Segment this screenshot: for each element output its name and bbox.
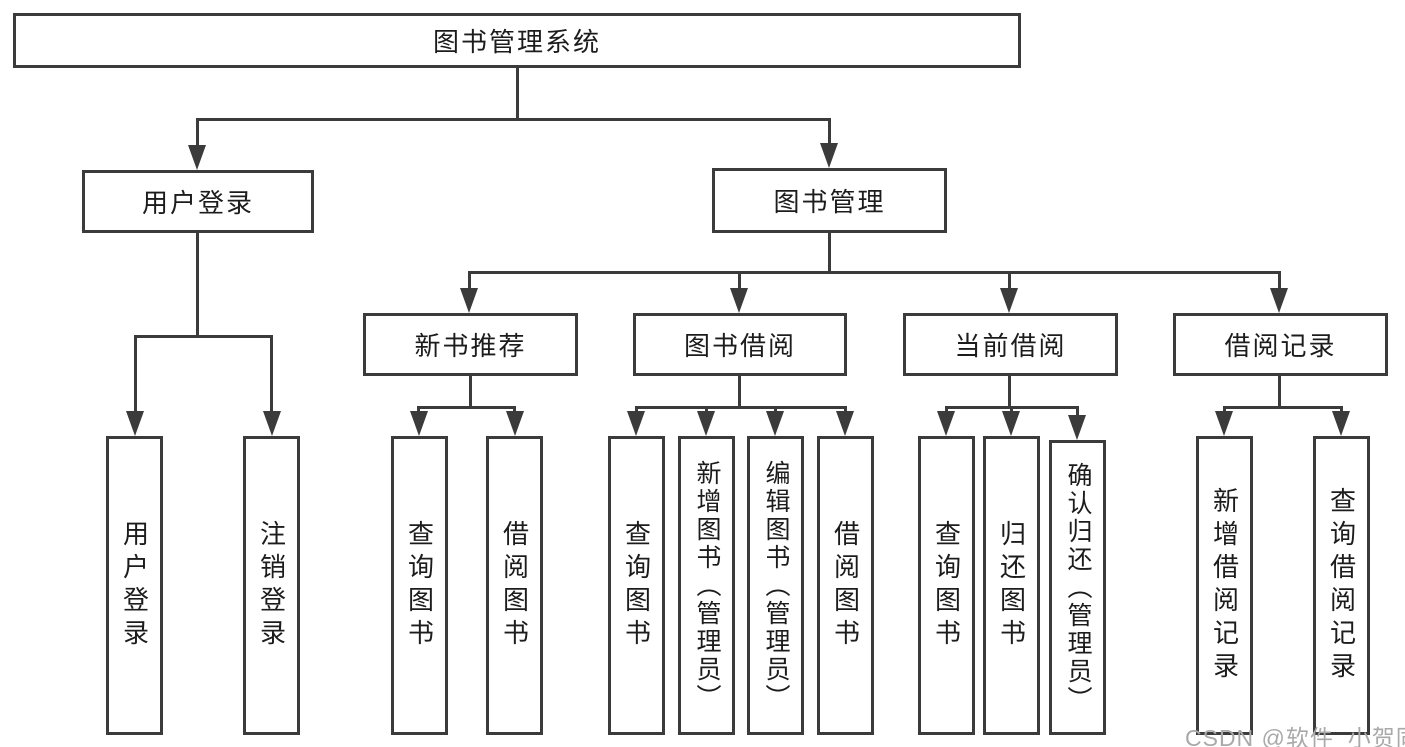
csdn-watermark: CSDN @软件_小贺同学 (1185, 725, 1405, 747)
arrowhead-g1-query-books (410, 411, 428, 436)
connector-g1-trunk (469, 376, 472, 408)
arrowhead-login-leaf (126, 411, 144, 436)
node-leaf-logout: 注销登录 (243, 436, 300, 735)
arrowhead-borrow-records (1270, 288, 1288, 313)
node-leaf-borrow-books-1: 借阅图书 (486, 436, 543, 735)
node-leaf-query-books-3: 查询图书 (918, 436, 975, 735)
arrowhead-g2-add-book (697, 411, 715, 436)
connector-drop-book-borrow (738, 271, 741, 291)
node-leaf-confirm-return-admin: 确认归还（管理员） (1049, 440, 1106, 735)
arrowhead-book-mgmt (820, 143, 838, 168)
node-leaf-query-books-1: 查询图书 (391, 436, 448, 735)
arrowhead-g2-borrow-books (836, 411, 854, 436)
node-leaf-return-books: 归还图书 (983, 436, 1040, 735)
connector-drop-user-login (196, 118, 199, 148)
arrowhead-book-borrow (730, 288, 748, 313)
arrowhead-g3-return-books (1002, 411, 1020, 436)
connector-drop-logout-leaf (270, 335, 273, 415)
connector-g4-trunk (1278, 376, 1281, 408)
arrowhead-user-login (188, 145, 206, 170)
connector-g2-trunk (738, 376, 741, 408)
connector-g2-bus (635, 406, 846, 409)
arrowhead-logout-leaf (263, 411, 281, 436)
arrowhead-g3-confirm-return (1068, 415, 1086, 440)
connector-g3-drop3 (1076, 406, 1079, 418)
arrowhead-new-book (460, 288, 478, 313)
node-root-system: 图书管理系统 (13, 13, 1021, 68)
node-current-borrowing: 当前借阅 (903, 313, 1118, 376)
connector-root-trunk (516, 66, 519, 120)
node-leaf-add-borrow-record: 新增借阅记录 (1196, 436, 1253, 735)
connector-book-mgmt-trunk (828, 233, 831, 274)
connector-user-login-bus (134, 335, 273, 338)
arrowhead-g4-query-record (1332, 411, 1350, 436)
connector-drop-borrow-records (1278, 271, 1281, 291)
arrowhead-g2-query-books (627, 411, 645, 436)
connector-g3-trunk (1008, 376, 1011, 408)
node-leaf-borrow-books-2: 借阅图书 (817, 436, 874, 735)
connector-g4-bus (1223, 406, 1343, 409)
node-book-borrowing: 图书借阅 (633, 313, 847, 376)
connector-drop-new-book (468, 271, 471, 291)
node-leaf-query-books-2: 查询图书 (608, 436, 665, 735)
arrowhead-g2-edit-book (766, 411, 784, 436)
node-user-login: 用户登录 (82, 170, 314, 233)
node-new-book-recommend: 新书推荐 (363, 313, 578, 376)
arrowhead-current-borrow (1000, 288, 1018, 313)
connector-drop-book-mgmt (828, 118, 831, 148)
node-leaf-query-borrow-record: 查询借阅记录 (1313, 436, 1370, 735)
node-leaf-add-book-admin: 新增图书（管理员） (678, 436, 735, 735)
connector-drop-login-leaf (134, 335, 137, 415)
node-borrowing-records: 借阅记录 (1173, 313, 1388, 376)
node-book-management: 图书管理 (712, 168, 947, 233)
node-leaf-user-login: 用户登录 (106, 436, 163, 735)
arrowhead-g3-query-books (937, 411, 955, 436)
connector-level2-bus (196, 118, 830, 121)
arrowhead-g4-add-record (1215, 411, 1233, 436)
connector-g1-bus (418, 406, 515, 409)
connector-user-login-trunk (196, 233, 199, 337)
connector-level3-bus (469, 271, 1281, 274)
node-leaf-edit-book-admin: 编辑图书（管理员） (747, 436, 804, 735)
arrowhead-g1-borrow-books (506, 411, 524, 436)
connector-drop-current-borrow (1008, 271, 1011, 291)
